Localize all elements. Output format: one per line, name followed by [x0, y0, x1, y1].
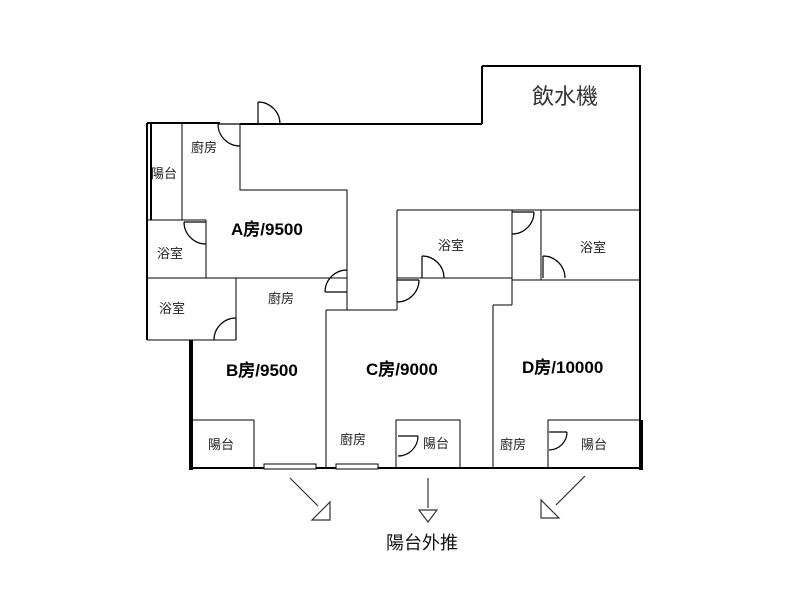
b-bathroom-label: 浴室 [159, 301, 185, 317]
push-out-arrows [289, 475, 586, 523]
arrow-down-left-icon [540, 475, 586, 519]
b-kitchen-label: 廚房 [268, 291, 294, 307]
water-dispenser-label: 飲水機 [532, 85, 598, 110]
room-d-label: D房/10000 [522, 357, 603, 377]
arrow-down-right-icon [289, 477, 331, 521]
a-bathroom-label: 浴室 [157, 246, 183, 262]
outer-walls [146, 65, 643, 470]
room-b-label: B房/9500 [226, 360, 298, 380]
room-a-label: A房/9500 [231, 219, 303, 239]
d-balcony-label: 陽台 [581, 438, 607, 453]
a-balcony-label: 陽台 [151, 167, 177, 182]
c-balcony-label: 陽台 [423, 437, 449, 452]
c-kitchen-label: 廚房 [340, 432, 366, 448]
d-bathroom-label: 浴室 [580, 240, 606, 256]
c-bathroom-label: 浴室 [438, 238, 464, 254]
room-c-walls [326, 209, 640, 470]
balcony-push-out-note: 陽台外推 [386, 533, 458, 554]
room-d-walls [512, 210, 641, 469]
b-balcony-label: 陽台 [208, 438, 234, 453]
doors [183, 101, 568, 457]
a-kitchen-label: 廚房 [191, 140, 217, 156]
d-kitchen-label: 廚房 [500, 437, 526, 453]
arrow-down-icon [417, 478, 439, 523]
room-a-walls [147, 123, 348, 280]
room-c-label: C房/9000 [366, 359, 438, 379]
